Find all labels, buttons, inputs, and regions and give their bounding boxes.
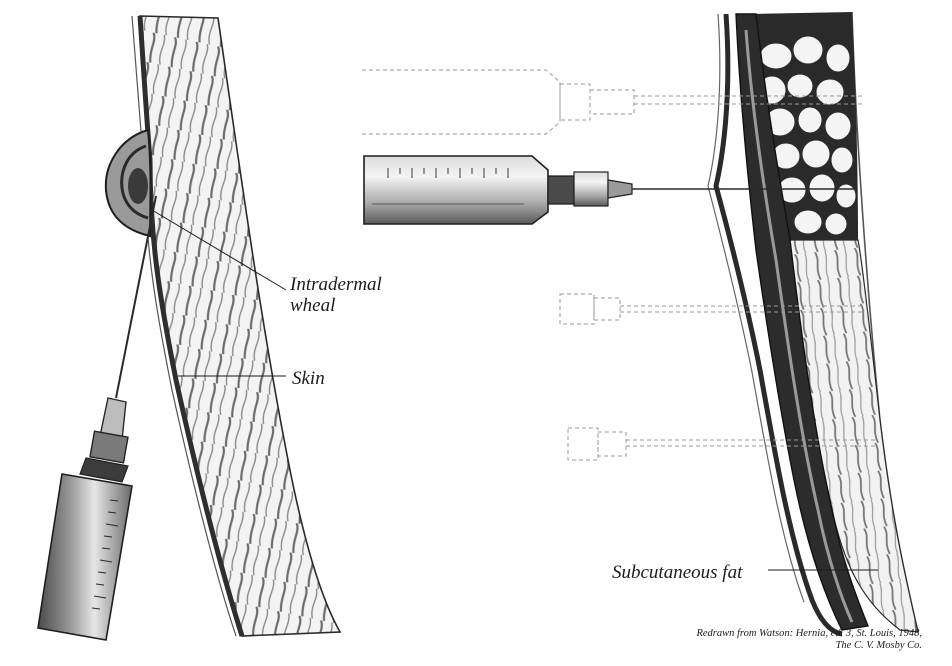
intradermal-label-line1: Intradermal	[290, 274, 382, 295]
left-syringe	[38, 196, 156, 640]
right-tissue-section	[708, 12, 918, 634]
subcutaneous-fat-label: Subcutaneous fat	[612, 562, 742, 583]
credit-line-1: Redrawn from Watson: Hernia, ed. 3, St. …	[696, 628, 922, 640]
intradermal-wheal-label: Intradermal wheal	[290, 274, 382, 316]
intradermal-label-line2: wheal	[290, 295, 382, 316]
source-credit: Redrawn from Watson: Hernia, ed. 3, St. …	[696, 628, 922, 652]
credit-line-2: The C. V. Mosby Co.	[696, 640, 922, 652]
left-tissue-band	[140, 16, 340, 636]
skin-label: Skin	[292, 368, 325, 389]
left-skin-section	[106, 16, 340, 636]
